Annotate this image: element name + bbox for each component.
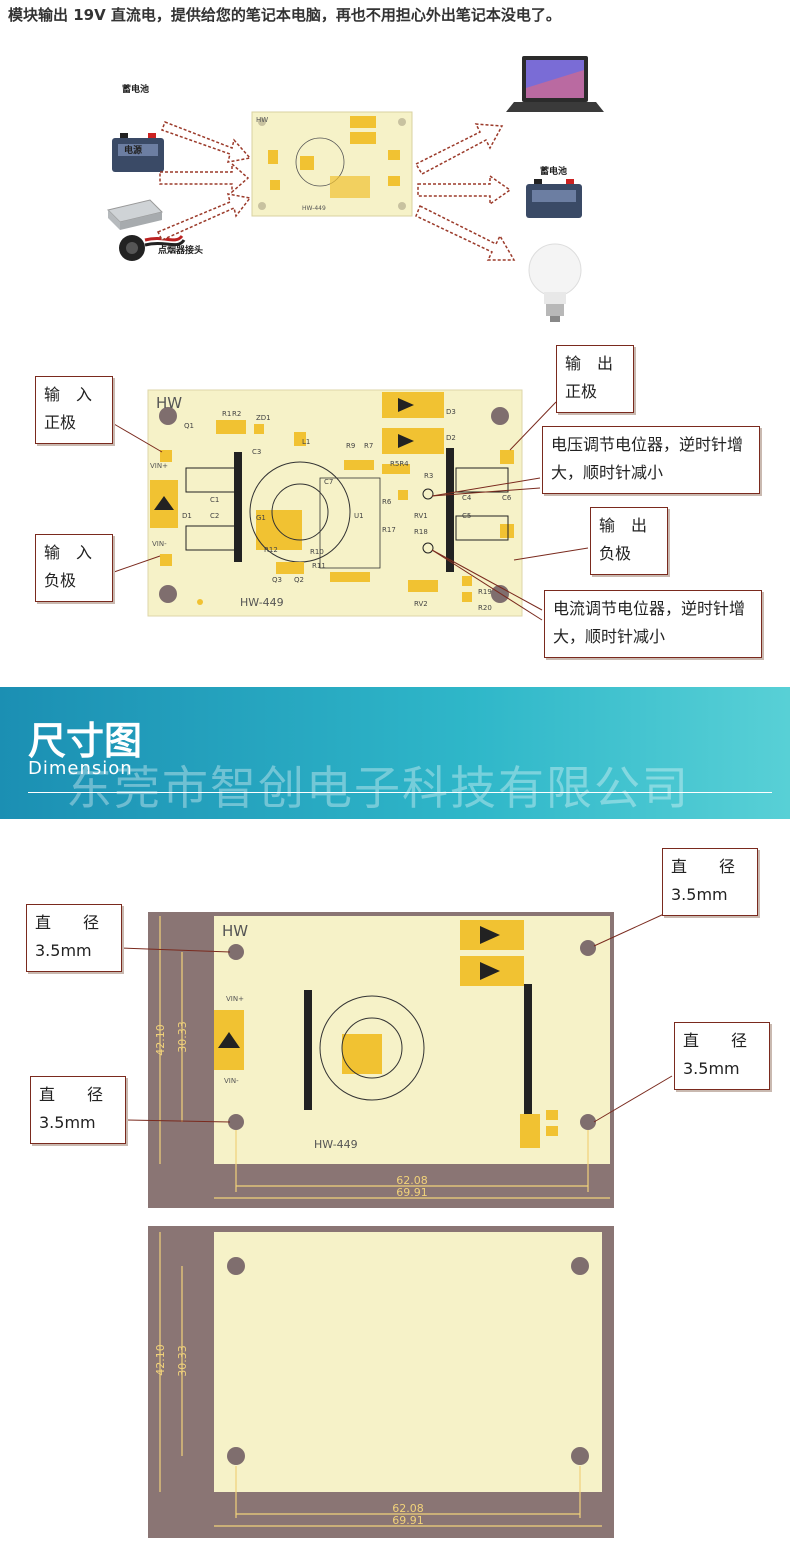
component-label: R7 <box>364 442 373 450</box>
dim-height-outer: 42.10 <box>154 1024 167 1056</box>
back-height-outer: 42.10 <box>154 1344 167 1376</box>
section-title: 尺寸图 <box>28 719 143 763</box>
banner-divider <box>28 792 772 793</box>
hole-callout-bottom-left: 直 径 3.5mm <box>30 1076 126 1144</box>
input-label-battery: 蓄电池 <box>122 85 150 95</box>
hole-callout-bottom-right: 直 径 3.5mm <box>674 1022 770 1090</box>
component-label: R9 <box>346 442 355 450</box>
small-board-brand: HW <box>256 116 268 124</box>
component-label: R20 <box>478 604 492 612</box>
component-label: R12 <box>264 546 278 554</box>
callout-input-positive: 输 入 正极 <box>35 376 113 444</box>
dim-board-model: HW-449 <box>314 1138 358 1151</box>
small-board-model: HW-449 <box>302 205 326 212</box>
component-label: C5 <box>462 512 471 520</box>
input-label-cigarette: 点烟器接头 <box>158 246 204 256</box>
mount-hole <box>491 407 509 425</box>
component-label: R1 <box>222 410 231 418</box>
board-brand: HW <box>156 394 182 412</box>
component-label: C3 <box>252 448 261 456</box>
intro-text: 模块输出 19V 直流电，提供给您的笔记本电脑，再也不用担心外出笔记本没电了。 <box>8 6 561 24</box>
dim-height-inner: 30.33 <box>176 1021 189 1053</box>
vin-minus-label: VIN- <box>152 540 167 548</box>
input-label-power: 电源 <box>124 146 143 156</box>
callout-current-potentiometer: 电流调节电位器，逆时针增大，顺时针减小 <box>544 590 762 658</box>
output-label-battery: 蓄电池 <box>540 167 568 177</box>
callout-output-positive: 输 出 正极 <box>556 345 634 413</box>
component-label: R11 <box>312 562 326 570</box>
component-label: R5R4 <box>390 460 409 468</box>
component-label: D1 <box>182 512 192 520</box>
component-label: Q3 <box>272 576 282 584</box>
component-label: R3 <box>424 472 433 480</box>
component-label: RV2 <box>414 600 428 608</box>
component-label: C7 <box>324 478 333 486</box>
section-banner <box>0 687 790 819</box>
mount-hole <box>491 585 509 603</box>
bulb-icon <box>528 243 582 322</box>
callout-input-negative: 输 入 负极 <box>35 534 113 602</box>
component-label: C2 <box>210 512 219 520</box>
back-height-inner: 30.33 <box>176 1345 189 1377</box>
cigarette-plug-icon <box>119 234 186 261</box>
component-label: R6 <box>382 498 392 506</box>
dimension-drawing-back: 42.10 30.33 62.08 69.91 <box>148 1226 614 1538</box>
component-label: R10 <box>310 548 324 556</box>
input-arrows <box>156 121 252 241</box>
component-label: D3 <box>446 408 456 416</box>
component-label: L1 <box>302 438 310 446</box>
component-label: Q2 <box>294 576 304 584</box>
small-board: HW HW-449 <box>251 111 413 217</box>
dim-width-inner: 62.08 <box>396 1174 428 1187</box>
laptop-icon <box>506 56 604 112</box>
battery-icon <box>526 179 582 218</box>
component-label: U1 <box>354 512 364 520</box>
vin-plus-label: VIN+ <box>150 462 168 470</box>
component-label: RV1 <box>414 512 428 520</box>
dimension-drawing-top: HW HW-449 VIN+ VIN- 42.10 30.33 62.08 69… <box>119 912 673 1208</box>
callout-output-negative: 输 出 负极 <box>590 507 668 575</box>
component-label: R19 <box>478 588 492 596</box>
mount-hole <box>159 407 177 425</box>
board-model: HW-449 <box>240 596 284 609</box>
hole-callout-top-right: 直 径 3.5mm <box>662 848 758 916</box>
hole-callout-top-left: 直 径 3.5mm <box>26 904 122 972</box>
component-label: R17 <box>382 526 396 534</box>
application-diagram: HW HW-449 <box>107 56 604 322</box>
dim-vin-minus: VIN- <box>224 1077 239 1085</box>
mount-hole <box>159 585 177 603</box>
dim-board-brand: HW <box>222 922 248 940</box>
output-arrows <box>414 123 516 261</box>
power-supply-icon <box>107 199 163 230</box>
board-layout-diagram: HW HW-449 VIN+ VIN- Q1 R1 R2 ZD1 L1 D3 D… <box>113 389 589 621</box>
component-label: ZD1 <box>256 414 271 422</box>
component-label: C6 <box>502 494 512 502</box>
battery-icon <box>112 133 164 172</box>
component-label: C1 <box>210 496 219 504</box>
section-subtitle: Dimension <box>28 758 133 779</box>
component-label: R18 <box>414 528 428 536</box>
component-label: D2 <box>446 434 456 442</box>
back-width-inner: 62.08 <box>392 1502 424 1515</box>
company-watermark: 东莞市智创电子科技有限公司 <box>66 761 690 815</box>
back-width-outer: 69.91 <box>392 1514 424 1527</box>
component-label: R2 <box>232 410 241 418</box>
component-label: G1 <box>256 514 266 522</box>
callout-voltage-potentiometer: 电压调节电位器，逆时针增大，顺时针减小 <box>542 426 760 494</box>
component-label: Q1 <box>184 422 194 430</box>
component-label: C4 <box>462 494 472 502</box>
dim-vin-plus: VIN+ <box>226 995 244 1003</box>
dim-width-outer: 69.91 <box>396 1186 428 1199</box>
callout-leaders <box>113 401 589 621</box>
